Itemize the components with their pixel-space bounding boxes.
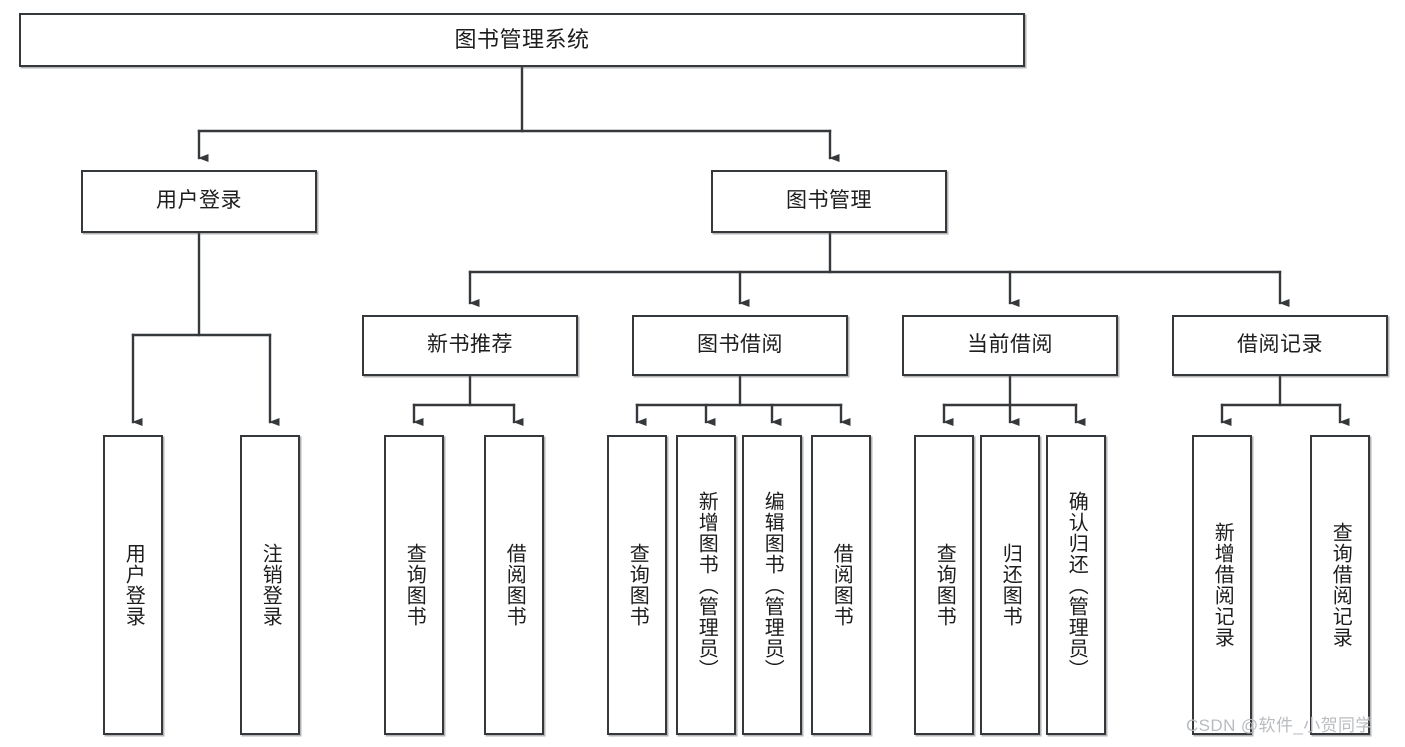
leaf-nb-borrow-book[interactable]: 借阅图书: [484, 435, 544, 735]
node-label: 归还图书: [999, 543, 1022, 627]
leaf-cb-query-book[interactable]: 查询图书: [914, 435, 974, 735]
node-label: 查询借阅记录: [1329, 522, 1352, 648]
node-label: 图书管理: [786, 189, 872, 213]
node-label: 借阅图书: [830, 543, 853, 627]
node-borrow-record[interactable]: 借阅记录: [1172, 315, 1388, 376]
node-book-borrow[interactable]: 图书借阅: [632, 315, 848, 376]
node-label: 图书借阅: [697, 333, 783, 357]
leaf-user-login[interactable]: 用户登录: [103, 435, 163, 735]
node-current-borrow[interactable]: 当前借阅: [902, 315, 1118, 376]
leaf-bb-edit-book-admin[interactable]: 编辑图书（管理员）: [742, 435, 802, 735]
node-book-management[interactable]: 图书管理: [711, 170, 947, 233]
node-label: 借阅图书: [503, 543, 526, 627]
node-label: 图书管理系统: [454, 27, 590, 53]
node-label: 借阅记录: [1237, 333, 1323, 357]
leaf-br-add-record[interactable]: 新增借阅记录: [1192, 435, 1252, 735]
node-label: 编辑图书（管理员）: [761, 490, 784, 680]
node-label: 注销登录: [259, 543, 282, 627]
node-label: 确认归还（管理员）: [1065, 490, 1088, 680]
leaf-logout[interactable]: 注销登录: [240, 435, 300, 735]
node-label: 查询图书: [933, 543, 956, 627]
leaf-bb-query-book[interactable]: 查询图书: [607, 435, 667, 735]
node-label: 用户登录: [156, 189, 242, 213]
node-label: 新增图书（管理员）: [695, 490, 718, 680]
node-new-book-recommend[interactable]: 新书推荐: [362, 315, 578, 376]
leaf-br-query-record[interactable]: 查询借阅记录: [1310, 435, 1370, 735]
node-label: 用户登录: [122, 543, 145, 627]
node-label: 新书推荐: [427, 333, 513, 357]
node-root-system[interactable]: 图书管理系统: [19, 13, 1025, 67]
leaf-nb-query-book[interactable]: 查询图书: [384, 435, 444, 735]
leaf-bb-borrow-book[interactable]: 借阅图书: [811, 435, 871, 735]
node-label: 查询图书: [626, 543, 649, 627]
leaf-cb-return-book[interactable]: 归还图书: [980, 435, 1040, 735]
node-label: 当前借阅: [967, 333, 1053, 357]
node-label: 新增借阅记录: [1211, 522, 1234, 648]
leaf-bb-add-book-admin[interactable]: 新增图书（管理员）: [676, 435, 736, 735]
leaf-cb-confirm-return-admin[interactable]: 确认归还（管理员）: [1046, 435, 1106, 735]
node-label: 查询图书: [403, 543, 426, 627]
node-user-login[interactable]: 用户登录: [81, 170, 317, 233]
